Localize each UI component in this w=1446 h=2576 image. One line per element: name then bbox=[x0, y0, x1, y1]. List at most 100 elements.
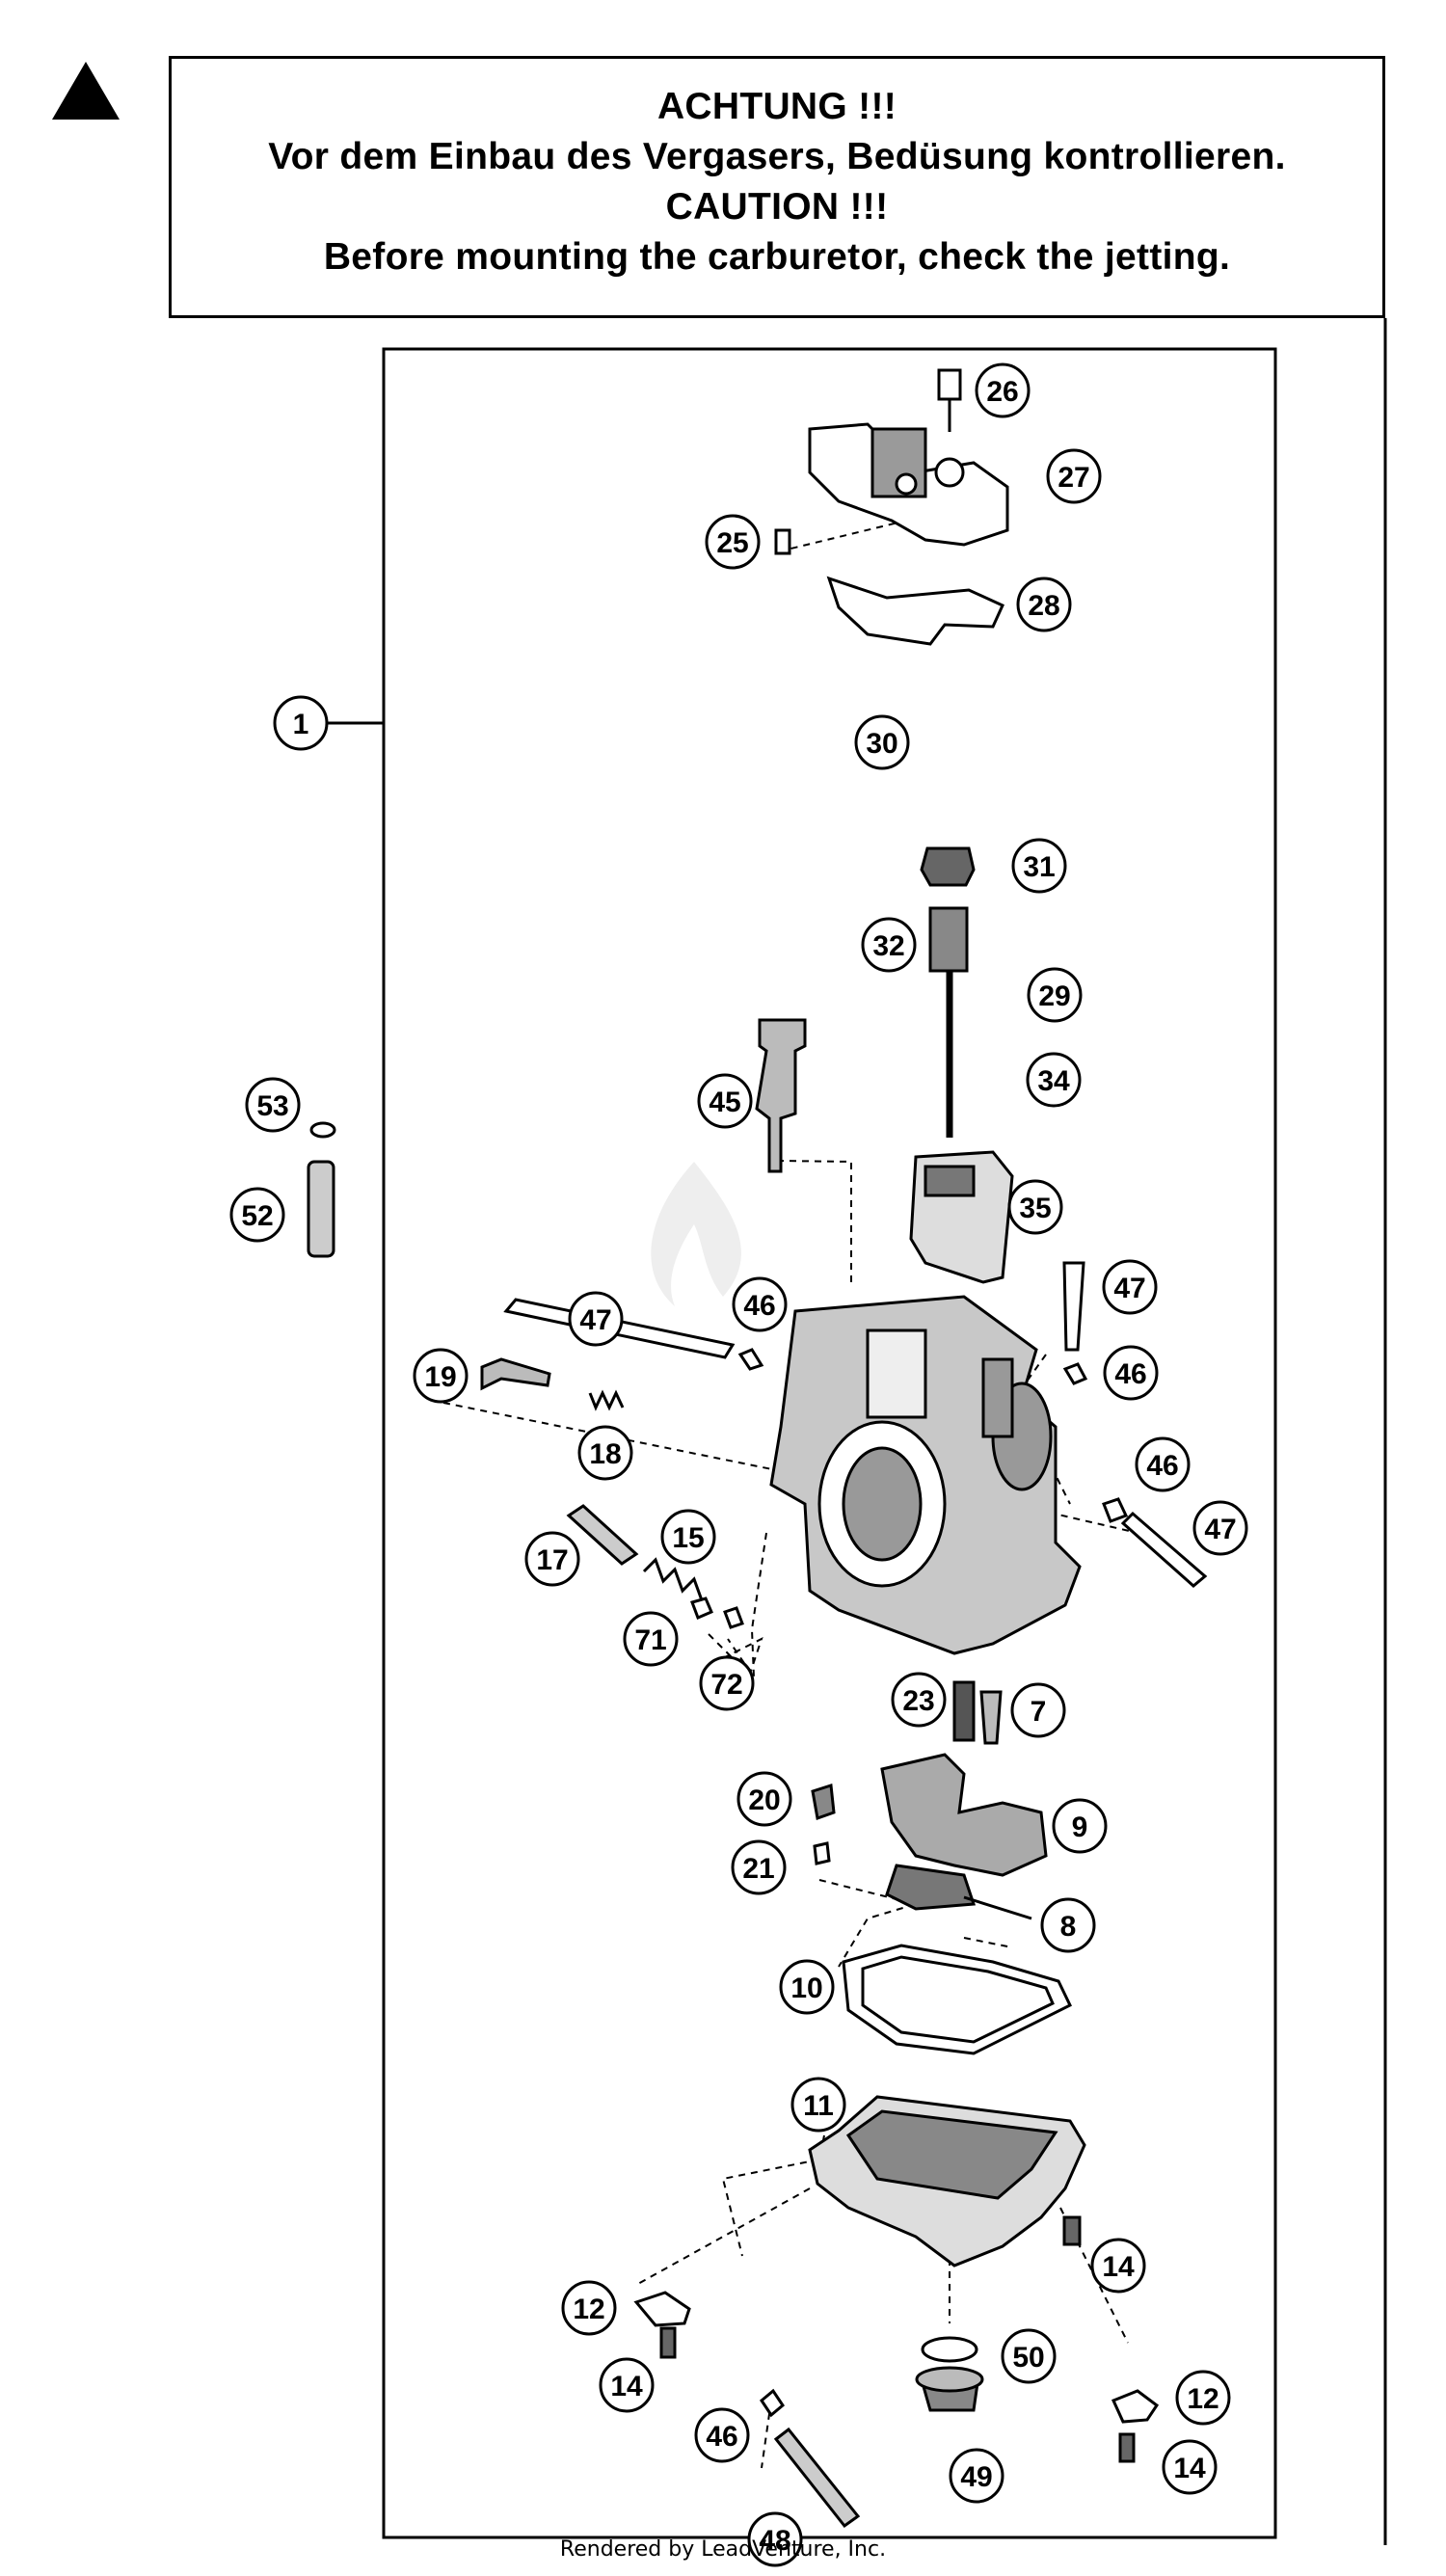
callout-circle bbox=[790, 2077, 846, 2133]
callout-label: 14 bbox=[1102, 2251, 1135, 2283]
callout-label: 46 bbox=[1114, 1358, 1146, 1390]
callout-label: 17 bbox=[536, 1544, 568, 1576]
callout-7: 7 bbox=[1010, 1682, 1066, 1738]
watermark-logo bbox=[651, 1162, 741, 1306]
callout-circle bbox=[736, 1771, 792, 1827]
callout-circle bbox=[1192, 1500, 1248, 1556]
callout-52: 52 bbox=[229, 1187, 285, 1243]
callout-46: 46 bbox=[694, 2407, 750, 2463]
callout-label: 29 bbox=[1038, 980, 1070, 1012]
callout-12: 12 bbox=[561, 2280, 617, 2336]
callout-label: 20 bbox=[748, 1784, 780, 1816]
callout-17: 17 bbox=[524, 1531, 580, 1587]
callout-label: 21 bbox=[742, 1853, 774, 1885]
callout-label: 31 bbox=[1023, 851, 1055, 883]
callout-label: 14 bbox=[610, 2371, 643, 2402]
callout-72: 72 bbox=[699, 1655, 755, 1711]
callout-35: 35 bbox=[1007, 1179, 1063, 1235]
callout-label: 9 bbox=[1072, 1811, 1088, 1843]
callout-label: 28 bbox=[1028, 590, 1059, 622]
callout-1: 1 bbox=[273, 695, 329, 751]
footer-credit: Rendered by LeadVenture, Inc. bbox=[559, 2537, 887, 2562]
callout-53: 53 bbox=[245, 1077, 301, 1133]
callout-label: 26 bbox=[986, 376, 1018, 408]
callout-23: 23 bbox=[891, 1672, 947, 1728]
callout-circle bbox=[975, 362, 1031, 418]
callout-circle bbox=[949, 2448, 1004, 2504]
callout-28: 28 bbox=[1016, 577, 1072, 632]
callout-circle bbox=[747, 2511, 803, 2567]
callout-circle bbox=[1001, 2328, 1057, 2384]
callout-circle bbox=[623, 1611, 679, 1667]
callout-label: 12 bbox=[1187, 2383, 1218, 2415]
callout-32: 32 bbox=[861, 917, 917, 973]
callout-label: 72 bbox=[710, 1669, 742, 1701]
callout-8: 8 bbox=[1040, 1897, 1096, 1953]
callout-45: 45 bbox=[697, 1073, 753, 1129]
callout-label: 48 bbox=[759, 2525, 790, 2557]
caution-box: ACHTUNG !!! Vor dem Einbau des Vergasers… bbox=[169, 56, 1385, 318]
caution-title-en: CAUTION !!! bbox=[665, 186, 889, 228]
callout-circle bbox=[1052, 1798, 1108, 1854]
callout-circle bbox=[1102, 1259, 1158, 1315]
callout-circle bbox=[273, 695, 329, 751]
callout-49: 49 bbox=[949, 2448, 1004, 2504]
callout-circle bbox=[854, 714, 910, 770]
callout-10: 10 bbox=[779, 1959, 835, 2015]
callout-47: 47 bbox=[1102, 1259, 1158, 1315]
callout-circle bbox=[1046, 448, 1102, 504]
callout-label: 34 bbox=[1037, 1065, 1070, 1097]
callout-circle bbox=[1007, 1179, 1063, 1235]
callout-48: 48 bbox=[747, 2511, 803, 2567]
callout-circle bbox=[705, 514, 761, 570]
callout-circle bbox=[1027, 967, 1083, 1023]
callout-46: 46 bbox=[732, 1276, 788, 1332]
callout-12: 12 bbox=[1175, 2370, 1231, 2426]
callout-label: 32 bbox=[872, 930, 904, 962]
callout-label: 27 bbox=[1058, 462, 1089, 494]
callout-circle bbox=[1103, 1345, 1159, 1401]
callout-circle bbox=[1010, 1682, 1066, 1738]
callout-label: 52 bbox=[241, 1200, 273, 1232]
callout-circle bbox=[561, 2280, 617, 2336]
callout-label: 46 bbox=[706, 2421, 737, 2453]
callout-label: 30 bbox=[866, 728, 897, 760]
callout-circle bbox=[413, 1348, 469, 1404]
callout-circle bbox=[524, 1531, 580, 1587]
callout-label: 19 bbox=[424, 1361, 456, 1393]
callout-label: 47 bbox=[579, 1304, 611, 1336]
warning-triangle-icon bbox=[52, 62, 120, 120]
callout-11: 11 bbox=[790, 2077, 846, 2133]
callout-circle bbox=[599, 2357, 655, 2413]
callout-circle bbox=[1162, 2439, 1218, 2495]
callout-circle bbox=[1135, 1436, 1191, 1492]
callout-46: 46 bbox=[1135, 1436, 1191, 1492]
callout-circle bbox=[568, 1291, 624, 1347]
callout-label: 35 bbox=[1019, 1193, 1051, 1224]
callout-circle bbox=[660, 1509, 716, 1565]
callout-circle bbox=[577, 1425, 633, 1481]
callout-circle bbox=[861, 917, 917, 973]
callout-label: 1 bbox=[293, 709, 309, 740]
callout-14: 14 bbox=[599, 2357, 655, 2413]
callout-15: 15 bbox=[660, 1509, 716, 1565]
callout-circle bbox=[732, 1276, 788, 1332]
callout-circle bbox=[699, 1655, 755, 1711]
callout-47: 47 bbox=[568, 1291, 624, 1347]
callout-27: 27 bbox=[1046, 448, 1102, 504]
callout-9: 9 bbox=[1052, 1798, 1108, 1854]
callout-circle bbox=[731, 1839, 787, 1895]
callout-label: 53 bbox=[256, 1090, 288, 1122]
callout-circle bbox=[697, 1073, 753, 1129]
callout-34: 34 bbox=[1026, 1052, 1082, 1108]
callout-circle bbox=[1011, 838, 1067, 894]
callout-29: 29 bbox=[1027, 967, 1083, 1023]
callout-46: 46 bbox=[1103, 1345, 1159, 1401]
callout-50: 50 bbox=[1001, 2328, 1057, 2384]
callout-circle bbox=[1175, 2370, 1231, 2426]
callout-18: 18 bbox=[577, 1425, 633, 1481]
callout-20: 20 bbox=[736, 1771, 792, 1827]
callout-30: 30 bbox=[854, 714, 910, 770]
callout-circle bbox=[694, 2407, 750, 2463]
